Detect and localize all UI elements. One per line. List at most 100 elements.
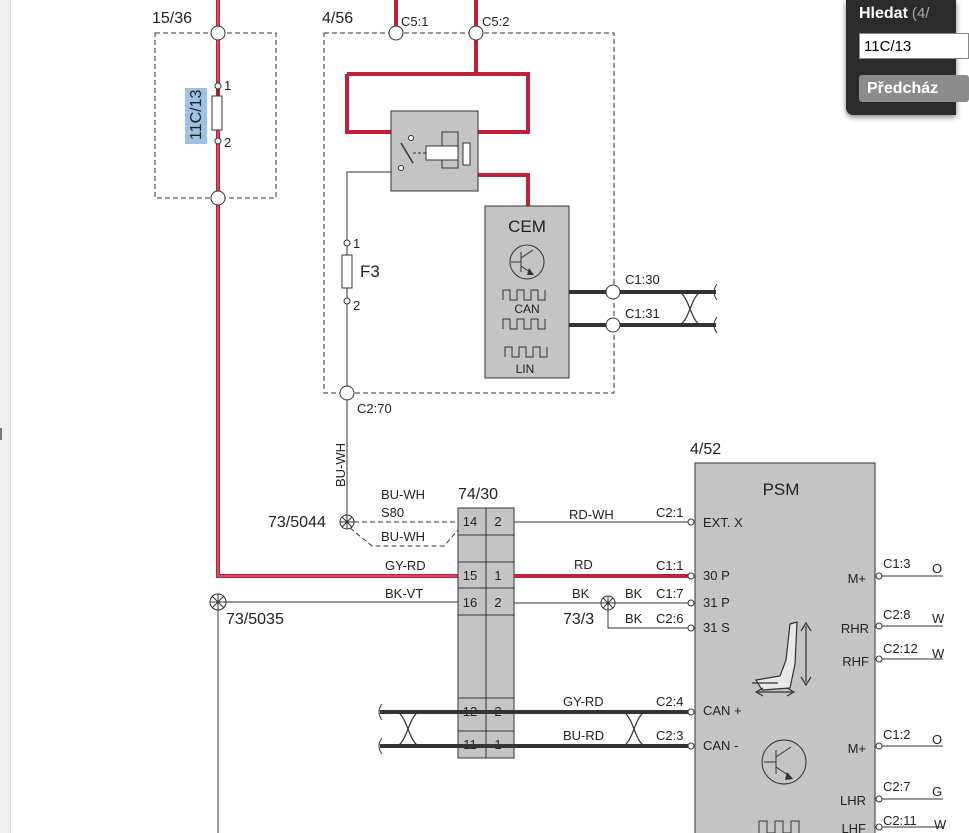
transistor-icon — [761, 739, 807, 785]
svg-text:31 S: 31 S — [703, 620, 730, 635]
svg-text:73/5035: 73/5035 — [226, 611, 284, 628]
splice-73-3[interactable]: 73/3 — [563, 595, 616, 628]
svg-text:C2:70: C2:70 — [357, 401, 392, 416]
svg-text:C2:3: C2:3 — [656, 728, 683, 743]
svg-text:C2:12: C2:12 — [883, 641, 918, 656]
svg-text:2: 2 — [494, 514, 501, 529]
search-highlight — [185, 88, 207, 144]
connector-node — [210, 190, 226, 206]
svg-text:1: 1 — [353, 236, 360, 251]
svg-text:16: 16 — [463, 595, 477, 610]
svg-text:2: 2 — [224, 135, 231, 150]
svg-text:C2:6: C2:6 — [656, 611, 683, 626]
svg-text:RD-WH: RD-WH — [569, 507, 614, 522]
svg-text:CAN: CAN — [514, 302, 539, 316]
pulse-icon — [502, 318, 546, 330]
svg-text:C1:7: C1:7 — [656, 586, 683, 601]
svg-text:1: 1 — [224, 78, 231, 93]
svg-text:C5:1: C5:1 — [401, 14, 428, 29]
svg-text:LHF: LHF — [841, 821, 866, 833]
wiring-diagram: 15/36 11C/13 1 2 4/56 C5:1 C5:2 — [152, 0, 947, 833]
svg-text:73/3: 73/3 — [563, 611, 594, 628]
svg-text:14: 14 — [463, 514, 477, 529]
svg-text:W: W — [932, 646, 945, 661]
transistor-icon — [509, 244, 545, 280]
svg-text:BK: BK — [625, 586, 643, 601]
relay-box-4-56: 4/56 — [322, 10, 615, 394]
svg-text:C2:7: C2:7 — [883, 779, 910, 794]
svg-text:BU-WH: BU-WH — [333, 443, 348, 487]
svg-text:RD: RD — [574, 557, 593, 572]
svg-text:73/5044: 73/5044 — [268, 514, 326, 531]
connector-74-30[interactable]: 74/30 14 2 15 1 16 2 12 2 11 1 — [457, 486, 515, 759]
psm-output-wires — [875, 572, 943, 831]
svg-text:O: O — [932, 732, 942, 747]
svg-text:30 P: 30 P — [703, 568, 730, 583]
svg-text:C1:31: C1:31 — [625, 306, 660, 321]
svg-text:15: 15 — [463, 568, 477, 583]
svg-text:RHR: RHR — [841, 621, 869, 636]
svg-text:BU-RD: BU-RD — [563, 728, 604, 743]
connector-id: 74/30 — [458, 486, 498, 503]
svg-text:1: 1 — [494, 568, 501, 583]
svg-text:C5:2: C5:2 — [482, 14, 509, 29]
fuse-f3[interactable]: 1 2 F3 — [341, 171, 391, 393]
fuse-box-id: 15/36 — [152, 10, 192, 27]
svg-text:BU-WH: BU-WH — [381, 529, 425, 544]
svg-text:C2:8: C2:8 — [883, 607, 910, 622]
svg-text:GY-RD: GY-RD — [385, 558, 426, 573]
cem-label: CEM — [508, 217, 546, 236]
svg-text:S80: S80 — [381, 505, 404, 520]
find-match-count: (4/ — [911, 5, 930, 22]
svg-text:C2:4: C2:4 — [656, 694, 683, 709]
svg-text:O: O — [932, 561, 942, 576]
svg-text:GY-RD: GY-RD — [563, 694, 604, 709]
find-title: Hledat(4/ — [859, 5, 930, 22]
svg-text:W: W — [934, 817, 947, 832]
svg-text:W: W — [932, 611, 945, 626]
svg-text:LIN: LIN — [516, 362, 535, 376]
svg-text:CAN +: CAN + — [703, 703, 742, 718]
find-input[interactable] — [859, 33, 969, 59]
svg-text:C1:30: C1:30 — [625, 272, 660, 287]
splice-73-5044[interactable]: 73/5044 — [268, 514, 355, 531]
psm-label: PSM — [763, 480, 800, 499]
gutter-marker — [0, 428, 2, 440]
svg-text:2: 2 — [353, 298, 360, 313]
svg-text:BK-VT: BK-VT — [385, 586, 423, 601]
pulse-icon — [504, 346, 548, 358]
svg-text:G: G — [932, 784, 942, 799]
svg-text:4/52: 4/52 — [690, 441, 721, 458]
psm-feed-wires — [378, 518, 695, 755]
cem-module[interactable]: CEM CAN LIN — [484, 205, 570, 379]
pulse-icon — [758, 820, 800, 833]
svg-text:BK: BK — [572, 586, 590, 601]
find-previous-button[interactable]: Předcház — [859, 75, 969, 102]
cem-can-bus: C1:30 C1:31 — [569, 272, 718, 334]
svg-text:LHR: LHR — [840, 793, 866, 808]
connector-node — [210, 25, 226, 41]
splice-73-5035[interactable]: 73/5035 — [209, 593, 458, 833]
svg-text:BK: BK — [625, 611, 643, 626]
svg-text:RHF: RHF — [842, 654, 869, 669]
svg-text:M+: M+ — [848, 741, 866, 756]
svg-text:31 P: 31 P — [703, 595, 730, 610]
svg-text:2: 2 — [494, 595, 501, 610]
fuse-11c-13[interactable]: 11C/13 1 2 — [185, 78, 231, 150]
relay-component — [390, 110, 479, 192]
svg-text:CAN -: CAN - — [703, 738, 738, 753]
svg-text:M+: M+ — [848, 571, 866, 586]
psm-module[interactable]: 4/52 PSM C2:1 EXT. X C1:1 30 P C1:7 31 P… — [656, 441, 876, 833]
svg-text:C1:2: C1:2 — [883, 727, 910, 742]
svg-text:C1:1: C1:1 — [656, 558, 683, 573]
svg-text:C2:11: C2:11 — [883, 813, 917, 828]
fuse-f3-label: F3 — [360, 262, 380, 281]
fuse-label-11c-13: 11C/13 — [188, 89, 205, 140]
find-panel: Hledat(4/ Předcház — [846, 0, 969, 115]
svg-text:C2:1: C2:1 — [656, 505, 683, 520]
svg-text:4/56: 4/56 — [322, 10, 353, 27]
svg-text:EXT. X: EXT. X — [703, 515, 743, 530]
svg-text:BU-WH: BU-WH — [381, 487, 425, 502]
left-scroll-gutter[interactable] — [0, 0, 11, 833]
